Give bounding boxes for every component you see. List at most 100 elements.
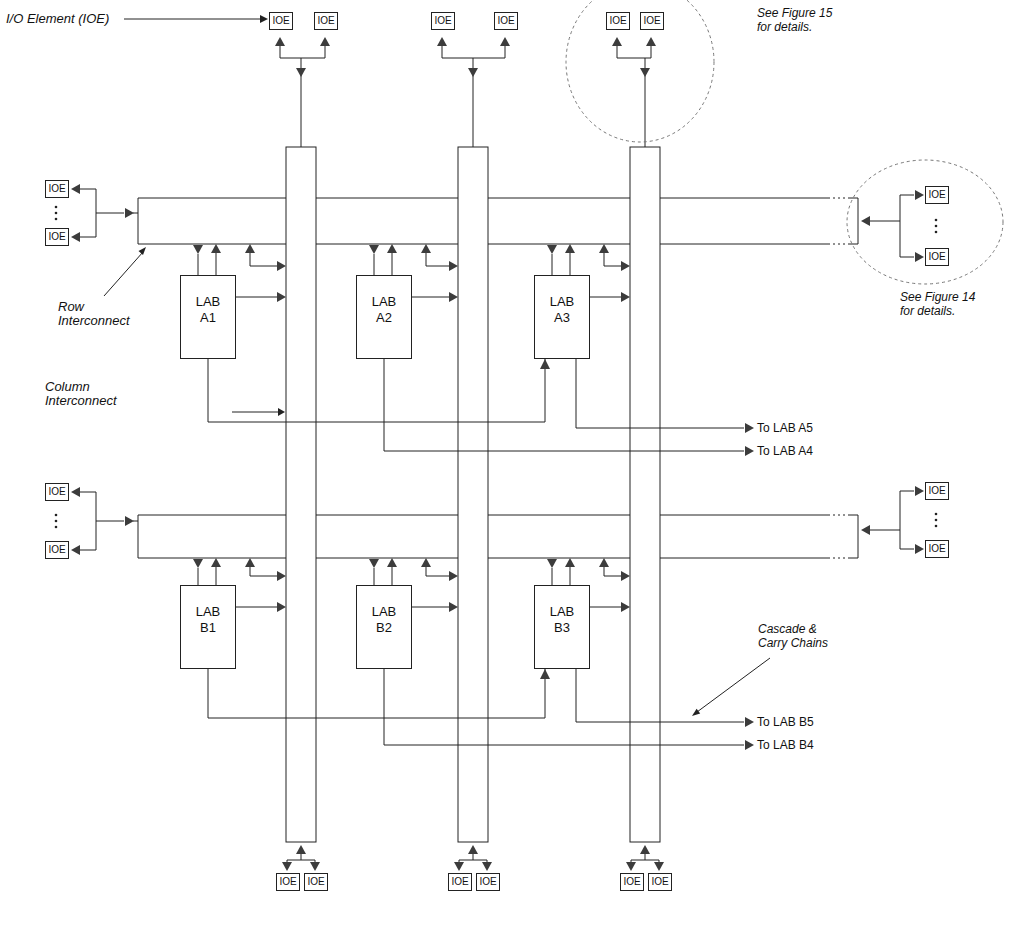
arrowhead [449,292,458,302]
arrowhead [621,602,630,612]
ellipsis-dot [935,225,938,228]
io-label: IOE [479,876,496,888]
arrowhead [565,244,575,253]
arrowhead [437,37,447,46]
arrowhead [125,516,134,526]
io-label: IOE [497,15,514,27]
arrowhead [621,261,630,271]
callout-circle [566,0,714,142]
arrowhead [125,208,134,218]
io-label: IOE [609,15,626,27]
logic-array-block: LAB B2 [356,585,412,669]
block-label: LAB A2 [372,294,397,326]
io-label: IOE [928,485,945,497]
io-label: IOE [48,544,65,556]
arrowhead [915,486,924,496]
arrowhead [612,37,622,46]
figure-reference-note: See Figure 14 for details. [900,290,986,318]
block-label: LAB B2 [372,604,397,636]
arrowhead [482,862,492,871]
io-element-box: IOE [640,12,664,30]
io-label: IOE [48,183,65,195]
arrowhead [915,252,924,262]
ellipsis-dot [935,519,938,522]
ellipsis-dot [935,525,938,528]
leader-arrowhead [260,15,268,23]
arrowhead [915,190,924,200]
block-label: LAB B3 [550,604,575,636]
io-element-box: IOE [304,873,328,891]
destination-label: To LAB B5 [757,715,814,729]
logic-array-block: LAB A1 [180,275,236,359]
column-interconnect [458,147,488,842]
arrowhead [387,244,397,253]
arrowhead [626,862,636,871]
arrowhead [449,602,458,612]
arrowhead [71,545,80,555]
logic-array-block: LAB A3 [534,275,590,359]
arrowhead [71,232,80,242]
bottom-io-fan [287,854,659,862]
callout-label: I/O Element (IOE) [6,12,109,26]
ellipsis-dot [935,513,938,516]
io-label: IOE [928,251,945,263]
cascade-carry-chain [208,359,545,422]
ellipsis-dot [55,206,58,209]
arrowhead [275,37,285,46]
leader-arrowhead [139,247,147,255]
io-element-box: IOE [494,12,518,30]
io-label: IOE [928,189,945,201]
arrowhead [915,544,924,554]
arrowhead [599,558,609,567]
arrowhead [861,216,870,226]
callout-label: Row Interconnect [58,300,130,328]
io-element-box: IOE [925,482,949,500]
io-element-box: IOE [648,873,672,891]
row-interconnect-gap [833,198,846,244]
arrowhead [745,717,754,727]
block-label: LAB A1 [196,294,221,326]
arrowhead [646,37,656,46]
arrowhead [71,184,80,194]
io-element-box: IOE [45,483,69,501]
destination-label: To LAB A5 [757,421,813,435]
figure-reference-note: See Figure 15 for details. [757,6,843,34]
io-label: IOE [307,876,324,888]
arrowhead [296,845,306,854]
io-label: IOE [928,543,945,555]
arrowhead [245,558,255,567]
arrowhead [387,558,397,567]
arrowhead [277,571,286,581]
ellipsis-dot [55,526,58,529]
arrowhead [282,862,292,871]
leader-arrowhead [692,709,700,716]
io-element-box: IOE [45,180,69,198]
io-element-box: IOE [925,540,949,558]
lab-column-links [236,253,621,607]
arrowhead [621,292,630,302]
ellipsis-dot [935,231,938,234]
arrowhead [245,244,255,253]
destination-label: To LAB B4 [757,738,814,752]
arrowhead [468,68,478,77]
io-label: IOE [623,876,640,888]
column-interconnect [630,147,660,842]
arrowhead [296,68,306,77]
io-label: IOE [651,876,668,888]
arrowhead [449,571,458,581]
arrowhead [277,261,286,271]
arrowhead [421,558,431,567]
arrowhead [640,845,650,854]
arrowhead [211,244,221,253]
arrowhead [454,862,464,871]
leader-line [232,412,279,413]
column-interconnect [286,147,316,842]
io-element-box: IOE [620,873,644,891]
arrowhead [654,862,664,871]
arrowhead [421,244,431,253]
row-interconnect-gap [833,515,846,558]
